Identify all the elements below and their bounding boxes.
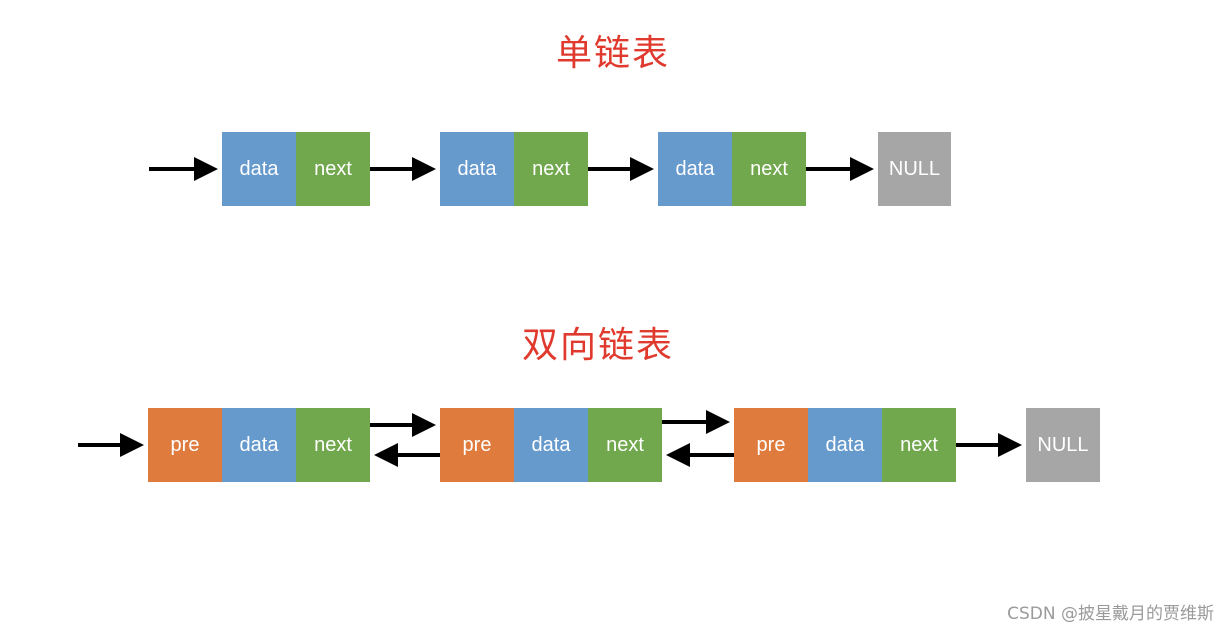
singly-node-2-next: next [514, 132, 588, 206]
doubly-node-1-data: data [222, 408, 296, 482]
doubly-node-1-next: next [296, 408, 370, 482]
watermark: CSDN @披星戴月的贾维斯 [1007, 604, 1214, 624]
doubly-null-node: NULL [1026, 408, 1100, 482]
doubly-node-3-next: next [882, 408, 956, 482]
singly-node-3-data: data [658, 132, 732, 206]
doubly-node-3-data: data [808, 408, 882, 482]
singly-linked-list-title: 单链表 [556, 33, 671, 74]
singly-node-1-next: next [296, 132, 370, 206]
singly-node-3-next: next [732, 132, 806, 206]
doubly-node-2-pre: pre [440, 408, 514, 482]
doubly-node-2-next: next [588, 408, 662, 482]
doubly-node-1-pre: pre [148, 408, 222, 482]
singly-null-node: NULL [878, 132, 951, 206]
singly-node-2-data: data [440, 132, 514, 206]
doubly-node-2-data: data [514, 408, 588, 482]
doubly-node-3-pre: pre [734, 408, 808, 482]
doubly-linked-list-title: 双向链表 [522, 325, 675, 366]
singly-node-1-data: data [222, 132, 296, 206]
